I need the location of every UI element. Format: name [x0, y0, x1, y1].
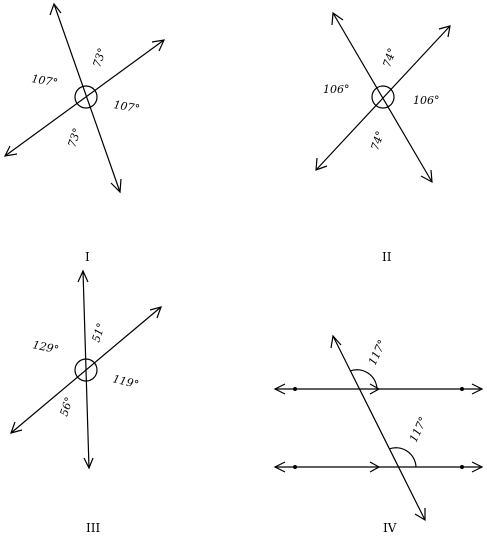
- fig1-caption: I: [85, 250, 90, 264]
- fig1-angle-bottom: 73°: [65, 126, 83, 149]
- fig1-line-a: [53, 3, 121, 193]
- fig4-lower-point-left: [293, 465, 297, 469]
- fig1-arrowhead-right: [151, 39, 166, 52]
- fig4-upper-arrowhead-left: [273, 383, 286, 395]
- fig2-arrowhead-bottom: [420, 169, 433, 184]
- fig4-upper-point-right: [460, 387, 464, 391]
- fig4-transversal-arrowhead-top: [330, 334, 342, 349]
- fig4-upper-arrowhead-mid: [369, 383, 381, 395]
- figure-1: 73° 107° 107° 73° I: [3, 2, 166, 264]
- fig2-line-a: [332, 12, 433, 183]
- fig2-arrowhead-left: [315, 157, 328, 171]
- fig2-angle-left: 106°: [323, 83, 350, 96]
- fig2-arrowhead-right: [438, 25, 451, 38]
- fig4-caption: IV: [383, 521, 397, 535]
- figure-3: 51° 129° 119° 56° III: [10, 269, 162, 535]
- fig3-angle-top: 51°: [89, 321, 107, 344]
- figure-2: 74° 106° 106° 74° II: [315, 11, 451, 264]
- fig3-arrowhead-right: [149, 306, 162, 319]
- fig3-arrowhead-top: [77, 269, 89, 283]
- fig3-line-b: [10, 306, 162, 434]
- fig4-angle-arc-lower: [388, 447, 417, 468]
- fig4-transversal: [332, 335, 426, 521]
- fig1-line-b: [4, 39, 165, 157]
- fig1-arrowhead-left: [3, 145, 18, 157]
- fig4-lower-arrowhead-left: [273, 461, 286, 473]
- fig4-angle-arc-upper: [349, 369, 378, 390]
- fig2-arrowhead-top: [331, 11, 344, 26]
- fig4-upper-arrowhead-right: [471, 383, 484, 395]
- fig4-upper-point-left: [293, 387, 297, 391]
- fig4-angle-upper: 117°: [366, 338, 389, 368]
- fig1-angle-right: 107°: [112, 98, 140, 115]
- fig3-arrowhead-left: [10, 421, 23, 434]
- fig4-lower-arrowhead-mid: [369, 461, 381, 473]
- fig2-angle-marker: [371, 85, 395, 109]
- fig2-caption: II: [382, 250, 392, 264]
- fig2-angle-bottom: 74°: [368, 129, 386, 152]
- fig1-angle-marker: [74, 85, 98, 109]
- fig3-angle-bottom: 56°: [57, 395, 75, 418]
- fig3-arrowhead-bottom: [83, 457, 94, 470]
- fig4-transversal-arrowhead-bottom: [414, 508, 426, 522]
- fig3-angle-right: 119°: [111, 372, 140, 391]
- fig3-angle-marker: [74, 358, 98, 382]
- fig2-angle-top: 74°: [380, 46, 398, 69]
- fig2-angle-right: 106°: [413, 94, 440, 107]
- fig2-line-b: [315, 25, 451, 171]
- fig4-angle-lower: 117°: [407, 415, 430, 445]
- fig1-arrowhead-bottom: [110, 178, 122, 194]
- fig4-lower-point-right: [460, 465, 464, 469]
- fig4-lower-arrowhead-right: [471, 461, 484, 473]
- fig1-arrowhead-top: [49, 2, 62, 16]
- figure-4: 117° 117° IV: [273, 334, 484, 535]
- fig3-angle-left: 129°: [31, 338, 60, 356]
- fig1-angle-top: 73°: [90, 46, 108, 69]
- fig1-angle-left: 107°: [30, 72, 58, 89]
- fig3-caption: III: [86, 521, 100, 535]
